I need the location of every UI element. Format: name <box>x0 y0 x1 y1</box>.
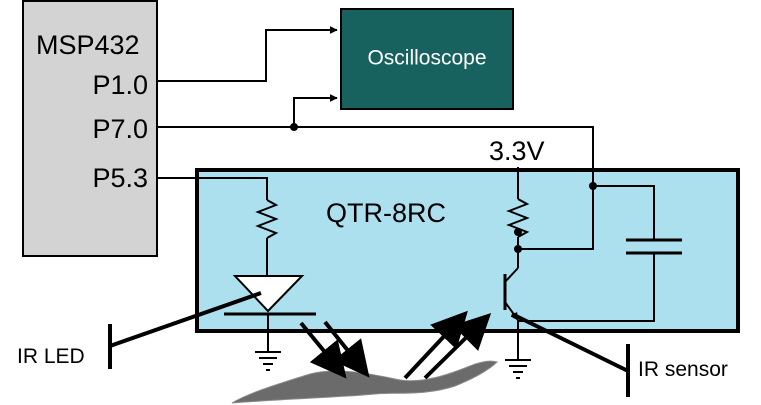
pin-label-p7-0: P7.0 <box>92 114 148 144</box>
wire-p7-0-to-scope <box>293 94 338 127</box>
ground-symbol-led <box>255 351 281 371</box>
msp432-block <box>22 0 158 257</box>
ir-sensor-callout <box>511 312 630 397</box>
msp432-label: MSP432 <box>36 30 140 60</box>
wire-capacitor-top <box>593 185 655 240</box>
ir-sensor-label: IR sensor <box>638 358 728 381</box>
ground-symbol-sensor <box>505 359 531 379</box>
led-resistor <box>255 199 279 239</box>
pin-label-p1-0: P1.0 <box>92 70 148 100</box>
wire-p5-3 <box>157 177 268 200</box>
phototransistor-collector <box>504 267 519 283</box>
pin-label-p5-3: P5.3 <box>92 163 148 193</box>
qtr-8rc-label: QTR-8RC <box>326 198 446 228</box>
supply-3v3-label: 3.3V <box>489 136 545 166</box>
wire-p1-0-to-scope <box>157 26 338 82</box>
junction-dot-collector <box>514 245 522 253</box>
ir-led-callout <box>108 291 262 369</box>
oscilloscope-block <box>340 8 514 110</box>
reflective-surface <box>231 360 498 404</box>
emitted-ir-arrows <box>299 320 370 379</box>
ir-led-diode <box>232 275 305 313</box>
wire-capacitor-bottom <box>518 253 655 322</box>
qtr-8rc-board <box>195 168 740 333</box>
oscilloscope-label: Oscilloscope <box>367 47 486 70</box>
junction-dot-p7-0 <box>290 123 298 131</box>
ir-led-label: IR LED <box>17 345 85 368</box>
reflected-ir-arrows <box>403 310 492 380</box>
sensor-resistor <box>506 198 530 238</box>
junction-dot-resistor <box>514 228 522 236</box>
